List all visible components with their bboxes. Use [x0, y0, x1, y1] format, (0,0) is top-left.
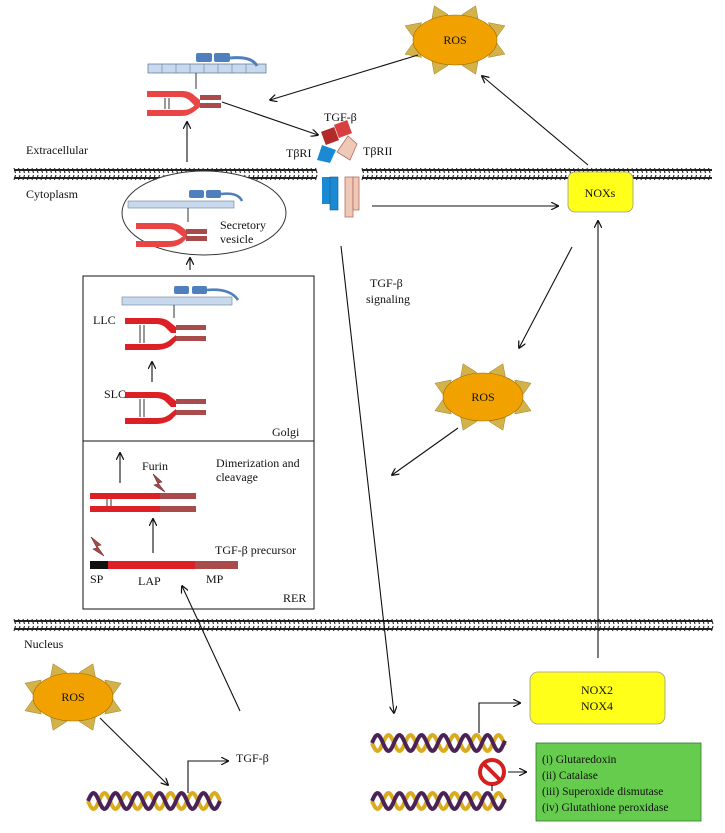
- furin-label: Furin: [142, 459, 168, 473]
- llc-label: LLC: [93, 313, 116, 327]
- rer-compartment: Furin Dimerization and cleavage TGF-β pr…: [82, 440, 315, 610]
- tbrii-label: TβRII: [363, 144, 392, 158]
- ros-burst-middle: ROS: [434, 363, 532, 431]
- precursor-label: TGF-β precursor: [215, 543, 296, 557]
- dimerization-label-2: cleavage: [216, 470, 258, 484]
- lap-label: LAP: [138, 574, 161, 588]
- ros-burst-top: ROS: [404, 5, 506, 75]
- ros-body: [412, 14, 498, 66]
- nox2-nox4-box: NOX2 NOX4: [529, 671, 666, 725]
- arrow-ros-to-golgi: [392, 427, 459, 475]
- slc-label: SLC: [104, 387, 126, 401]
- arrow-gene-to-rer: [182, 586, 241, 712]
- arrow-tgf-gene-start: [187, 761, 228, 793]
- antioxidant-item: (iii) Superoxide dismutase: [542, 786, 663, 798]
- antioxidant-item: (i) Glutaredoxin: [542, 754, 617, 766]
- type-ii-receptor: TβRII: [336, 135, 392, 218]
- ros-burst-nucleus: ROS: [24, 663, 122, 731]
- nox4-label: NOX4: [581, 699, 613, 713]
- sp-lightning-icon: [90, 536, 105, 557]
- arrow-ros-to-tgf-gene: [99, 717, 168, 785]
- ros-nucleus-label: ROS: [61, 690, 84, 704]
- cytoplasm-label: Cytoplasm: [26, 187, 79, 201]
- arrows: [99, 54, 598, 793]
- ros-top-label: ROS: [443, 33, 466, 47]
- tgf-beta-gene-label: TGF-β: [236, 751, 269, 765]
- dna-helix-nox-gene: [370, 733, 507, 753]
- arrow-llc-to-receptor: [221, 101, 318, 135]
- arrow-nox-gene-start: [478, 703, 520, 733]
- sp-label: SP: [90, 572, 104, 586]
- tbri-label: TβRI: [286, 146, 311, 160]
- inhibition-icon: [478, 758, 506, 786]
- dna-strand: [370, 733, 507, 753]
- arrow-noxs-to-ros-top: [482, 76, 589, 166]
- tgf-signaling-label-2: signaling: [366, 292, 410, 306]
- golgi-label: Golgi: [272, 425, 300, 439]
- antioxidant-box: (i) Glutaredoxin (ii) Catalase (iii) Sup…: [535, 742, 702, 822]
- tgf-beta-ligand-label: TGF-β: [324, 110, 357, 124]
- nox2-label: NOX2: [581, 683, 613, 697]
- noxs-box: NOXs: [567, 171, 634, 213]
- dna-strand: [86, 791, 222, 811]
- extracellular-label: Extracellular: [26, 143, 88, 157]
- arrow-signaling-to-dna: [340, 245, 394, 713]
- dna-strand: [370, 791, 507, 811]
- arrow-noxs-to-ros-mid: [519, 246, 573, 348]
- dna-helix-tgf-gene: [86, 791, 222, 811]
- nuclear-membrane: [13, 618, 714, 632]
- nucleus-label: Nucleus: [24, 637, 64, 651]
- rer-label: RER: [283, 591, 306, 605]
- ros-body: [32, 672, 114, 722]
- ros-middle-label: ROS: [471, 390, 494, 404]
- extracellular-llc-complex: [147, 53, 267, 116]
- secretory-vesicle: Secretory vesicle: [121, 170, 287, 256]
- antioxidant-item: (iv) Glutathione peroxidase: [542, 802, 668, 814]
- mp-label: MP: [206, 572, 224, 586]
- tgf-beta-ligand: TGF-β: [321, 110, 357, 145]
- antioxidant-item: (ii) Catalase: [542, 770, 598, 782]
- noxs-label: NOXs: [585, 186, 616, 200]
- secretory-label-1: Secretory: [220, 218, 266, 232]
- golgi-compartment: LLC SLC Golgi: [82, 275, 315, 442]
- type-i-receptor: TβRI: [286, 145, 339, 211]
- tgf-signaling-label-1: TGF-β: [370, 276, 403, 290]
- arrow-ros-to-llc: [270, 54, 419, 100]
- secretory-label-2: vesicle: [220, 232, 253, 246]
- ros-body: [442, 372, 524, 422]
- furin-lightning-icon: [152, 473, 166, 493]
- dimerization-label-1: Dimerization and: [216, 456, 300, 470]
- dna-helix-antioxidant-gene: [370, 791, 507, 811]
